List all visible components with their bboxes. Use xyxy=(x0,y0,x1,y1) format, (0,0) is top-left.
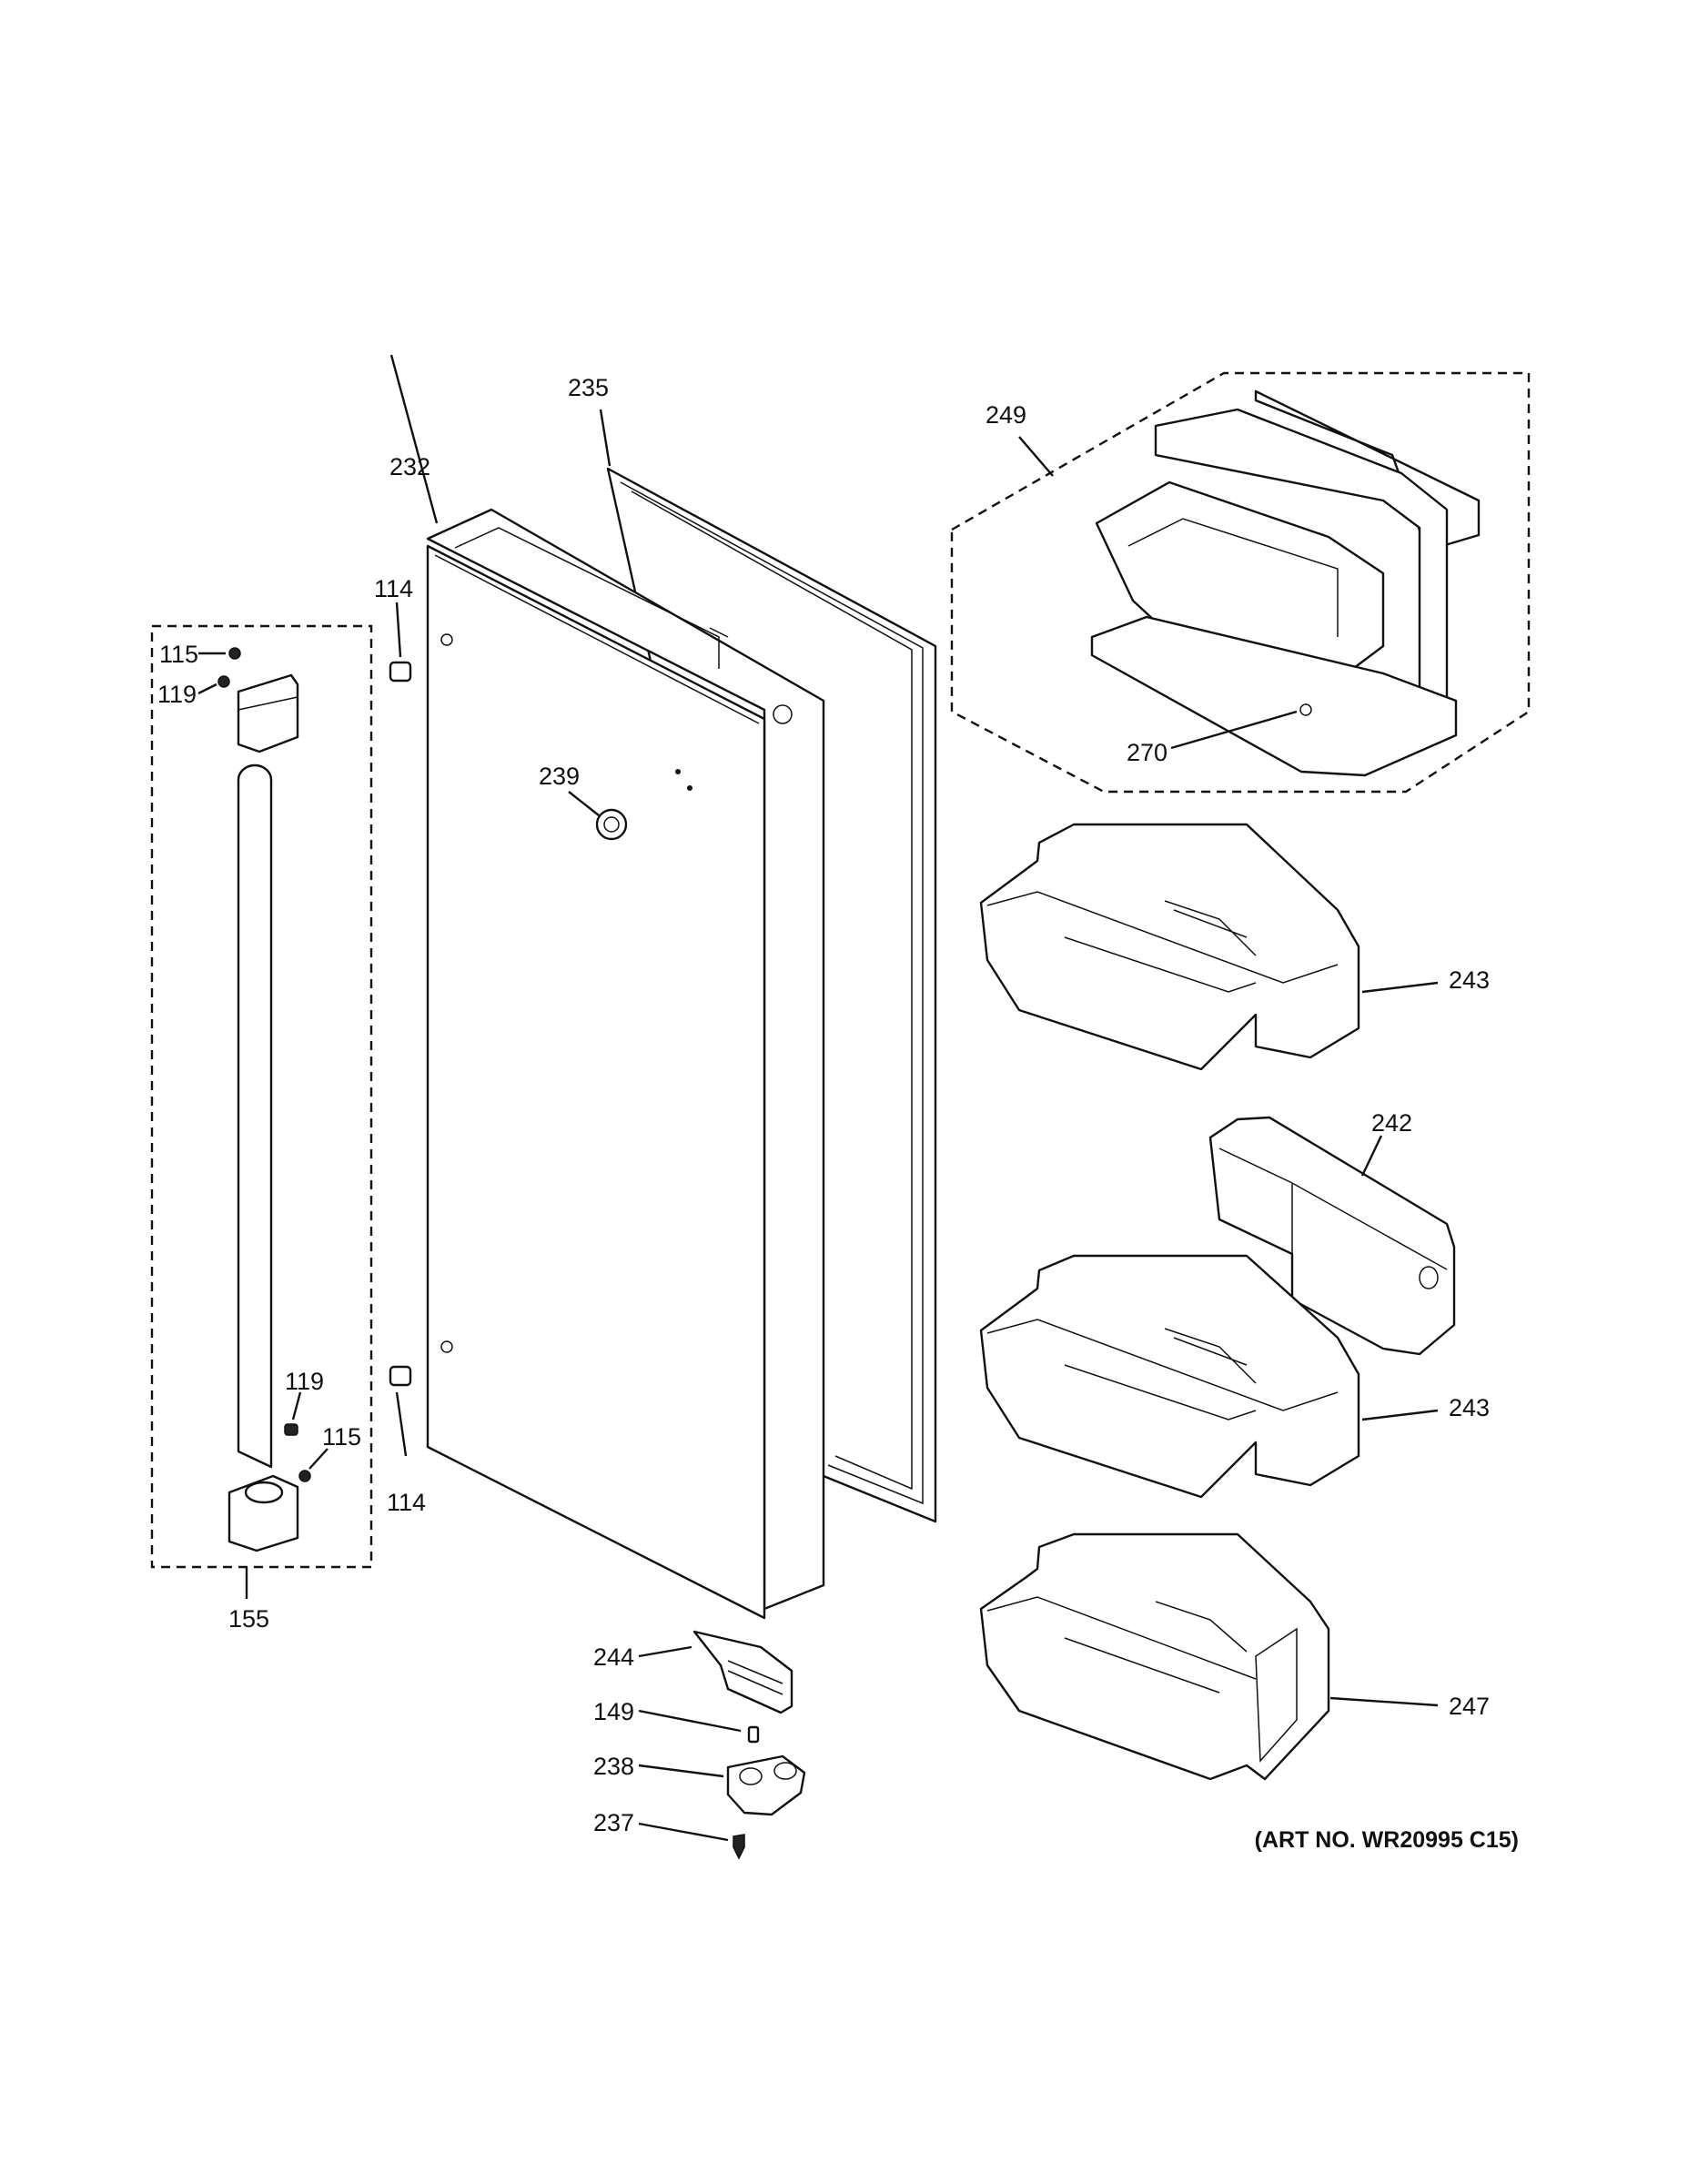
leader-238 xyxy=(638,1764,724,1778)
label-155: 155 xyxy=(228,1605,269,1633)
fresh-food-door-group xyxy=(389,354,825,1620)
door-gasket-inner-lines xyxy=(620,481,924,1505)
label-249: 249 xyxy=(986,401,1026,429)
label-114-top: 114 xyxy=(374,575,413,602)
door-bin-247-rim xyxy=(986,1596,1257,1694)
label-238: 238 xyxy=(593,1753,634,1780)
screw-115-bottom xyxy=(298,1470,311,1482)
leader-119-bottom xyxy=(291,1391,302,1421)
door-plug-239 xyxy=(595,808,628,841)
bin-assembly-lower-tray xyxy=(1090,615,1458,777)
leader-149 xyxy=(638,1709,742,1733)
label-114-bottom: 114 xyxy=(387,1489,426,1516)
hinge-pin-149 xyxy=(747,1725,760,1744)
art-number-label: (ART NO. WR20995 C15) xyxy=(1255,1827,1519,1853)
door-bin-242 xyxy=(1208,1116,1456,1356)
leader-243-lower xyxy=(1361,1409,1439,1421)
label-244: 244 xyxy=(593,1643,634,1671)
bin-assembly-upper-bin-rim xyxy=(1127,518,1339,637)
label-237: 237 xyxy=(593,1809,634,1836)
handle-stud-114-bottom xyxy=(389,1365,412,1387)
handle-top-end-cap xyxy=(237,673,299,753)
leader-114-bottom xyxy=(395,1391,408,1457)
leader-247 xyxy=(1329,1696,1439,1707)
door-bin-242-edges xyxy=(1218,1148,1448,1270)
label-115-top: 115 xyxy=(159,641,198,668)
leader-242 xyxy=(1360,1135,1383,1177)
handle-top-end-cap-edge xyxy=(238,674,298,711)
leader-237 xyxy=(638,1822,729,1842)
leader-270 xyxy=(1170,710,1298,750)
door-bin-247 xyxy=(979,1532,1330,1781)
door-handle-hole-bottom xyxy=(440,1340,453,1353)
setscrew-119-bottom xyxy=(284,1423,298,1436)
door-bin-243-lower-rim xyxy=(986,1319,1339,1421)
leader-114-top xyxy=(395,602,402,658)
leader-232 xyxy=(389,354,439,524)
door-bin-243-upper-rim xyxy=(986,891,1339,993)
door-hinge-pin-hole xyxy=(773,704,793,724)
door-studs-group xyxy=(389,602,412,1457)
leader-239 xyxy=(568,791,600,816)
door-plug-239-group xyxy=(568,791,628,841)
hinge-cam-238-hole-left xyxy=(739,1767,763,1785)
label-247: 247 xyxy=(1449,1693,1490,1720)
screw-115-top xyxy=(228,647,241,660)
door-bin-243-lower-group xyxy=(979,1254,1439,1499)
handle-bottom-end-cap-socket xyxy=(244,1481,284,1504)
door-dot-a xyxy=(675,769,681,774)
door-bin-247-side-tab xyxy=(1255,1627,1298,1763)
hinge-parts-group xyxy=(638,1630,806,1860)
door-top-trough xyxy=(454,527,729,669)
label-270: 270 xyxy=(1127,739,1167,766)
label-115-bottom: 115 xyxy=(322,1423,361,1451)
label-232: 232 xyxy=(389,453,430,480)
bottom-hinge-244 xyxy=(692,1630,793,1714)
door-bin-243-upper-slot xyxy=(1164,900,1257,956)
leader-115-bottom xyxy=(308,1448,329,1470)
door-bin-247-group xyxy=(979,1532,1439,1781)
leader-235 xyxy=(599,409,612,467)
leader-244 xyxy=(638,1645,692,1658)
door-dot-b xyxy=(687,785,692,791)
label-243-upper: 243 xyxy=(1449,966,1490,994)
door-top-edge xyxy=(434,554,760,724)
door-bin-242-group xyxy=(1208,1116,1456,1356)
label-242: 242 xyxy=(1371,1109,1412,1137)
handle-tube xyxy=(237,780,273,1469)
label-119-top: 119 xyxy=(157,681,197,708)
bin-assembly-dashed-outline xyxy=(950,371,1531,794)
door-bin-243-lower-slot xyxy=(1164,1328,1257,1384)
leader-119-top xyxy=(197,682,217,695)
door-bin-243-lower xyxy=(979,1254,1360,1499)
door-bin-242-hole xyxy=(1419,1266,1439,1289)
label-239: 239 xyxy=(539,763,580,790)
leader-249 xyxy=(1018,436,1054,477)
label-235: 235 xyxy=(568,374,609,401)
dairy-bin-assembly-249-group xyxy=(950,371,1531,794)
bin-assembly-nub-270 xyxy=(1299,703,1312,716)
door-bin-247-slot xyxy=(1155,1601,1248,1653)
handle-assembly-group xyxy=(150,624,373,1599)
handle-kit-dashed-box xyxy=(150,624,373,1569)
setscrew-119-top xyxy=(217,675,230,688)
hinge-cam-238 xyxy=(726,1754,806,1816)
door-outer-panel xyxy=(426,544,766,1620)
label-149: 149 xyxy=(593,1698,634,1725)
hinge-cam-238-hole-right xyxy=(773,1762,797,1780)
hinge-screw-237 xyxy=(733,1834,745,1860)
door-handle-hole-top xyxy=(440,633,453,646)
handle-stud-114-top xyxy=(389,661,412,682)
door-plug-239-center xyxy=(603,816,620,833)
door-inner-liner xyxy=(426,508,825,1611)
door-bin-243-upper xyxy=(979,823,1360,1071)
bottom-hinge-244-detail xyxy=(727,1660,783,1695)
leader-243-upper xyxy=(1361,981,1439,994)
door-bin-243-upper-group xyxy=(979,823,1439,1071)
label-119-bottom: 119 xyxy=(285,1368,324,1395)
label-243-lower: 243 xyxy=(1449,1394,1490,1421)
